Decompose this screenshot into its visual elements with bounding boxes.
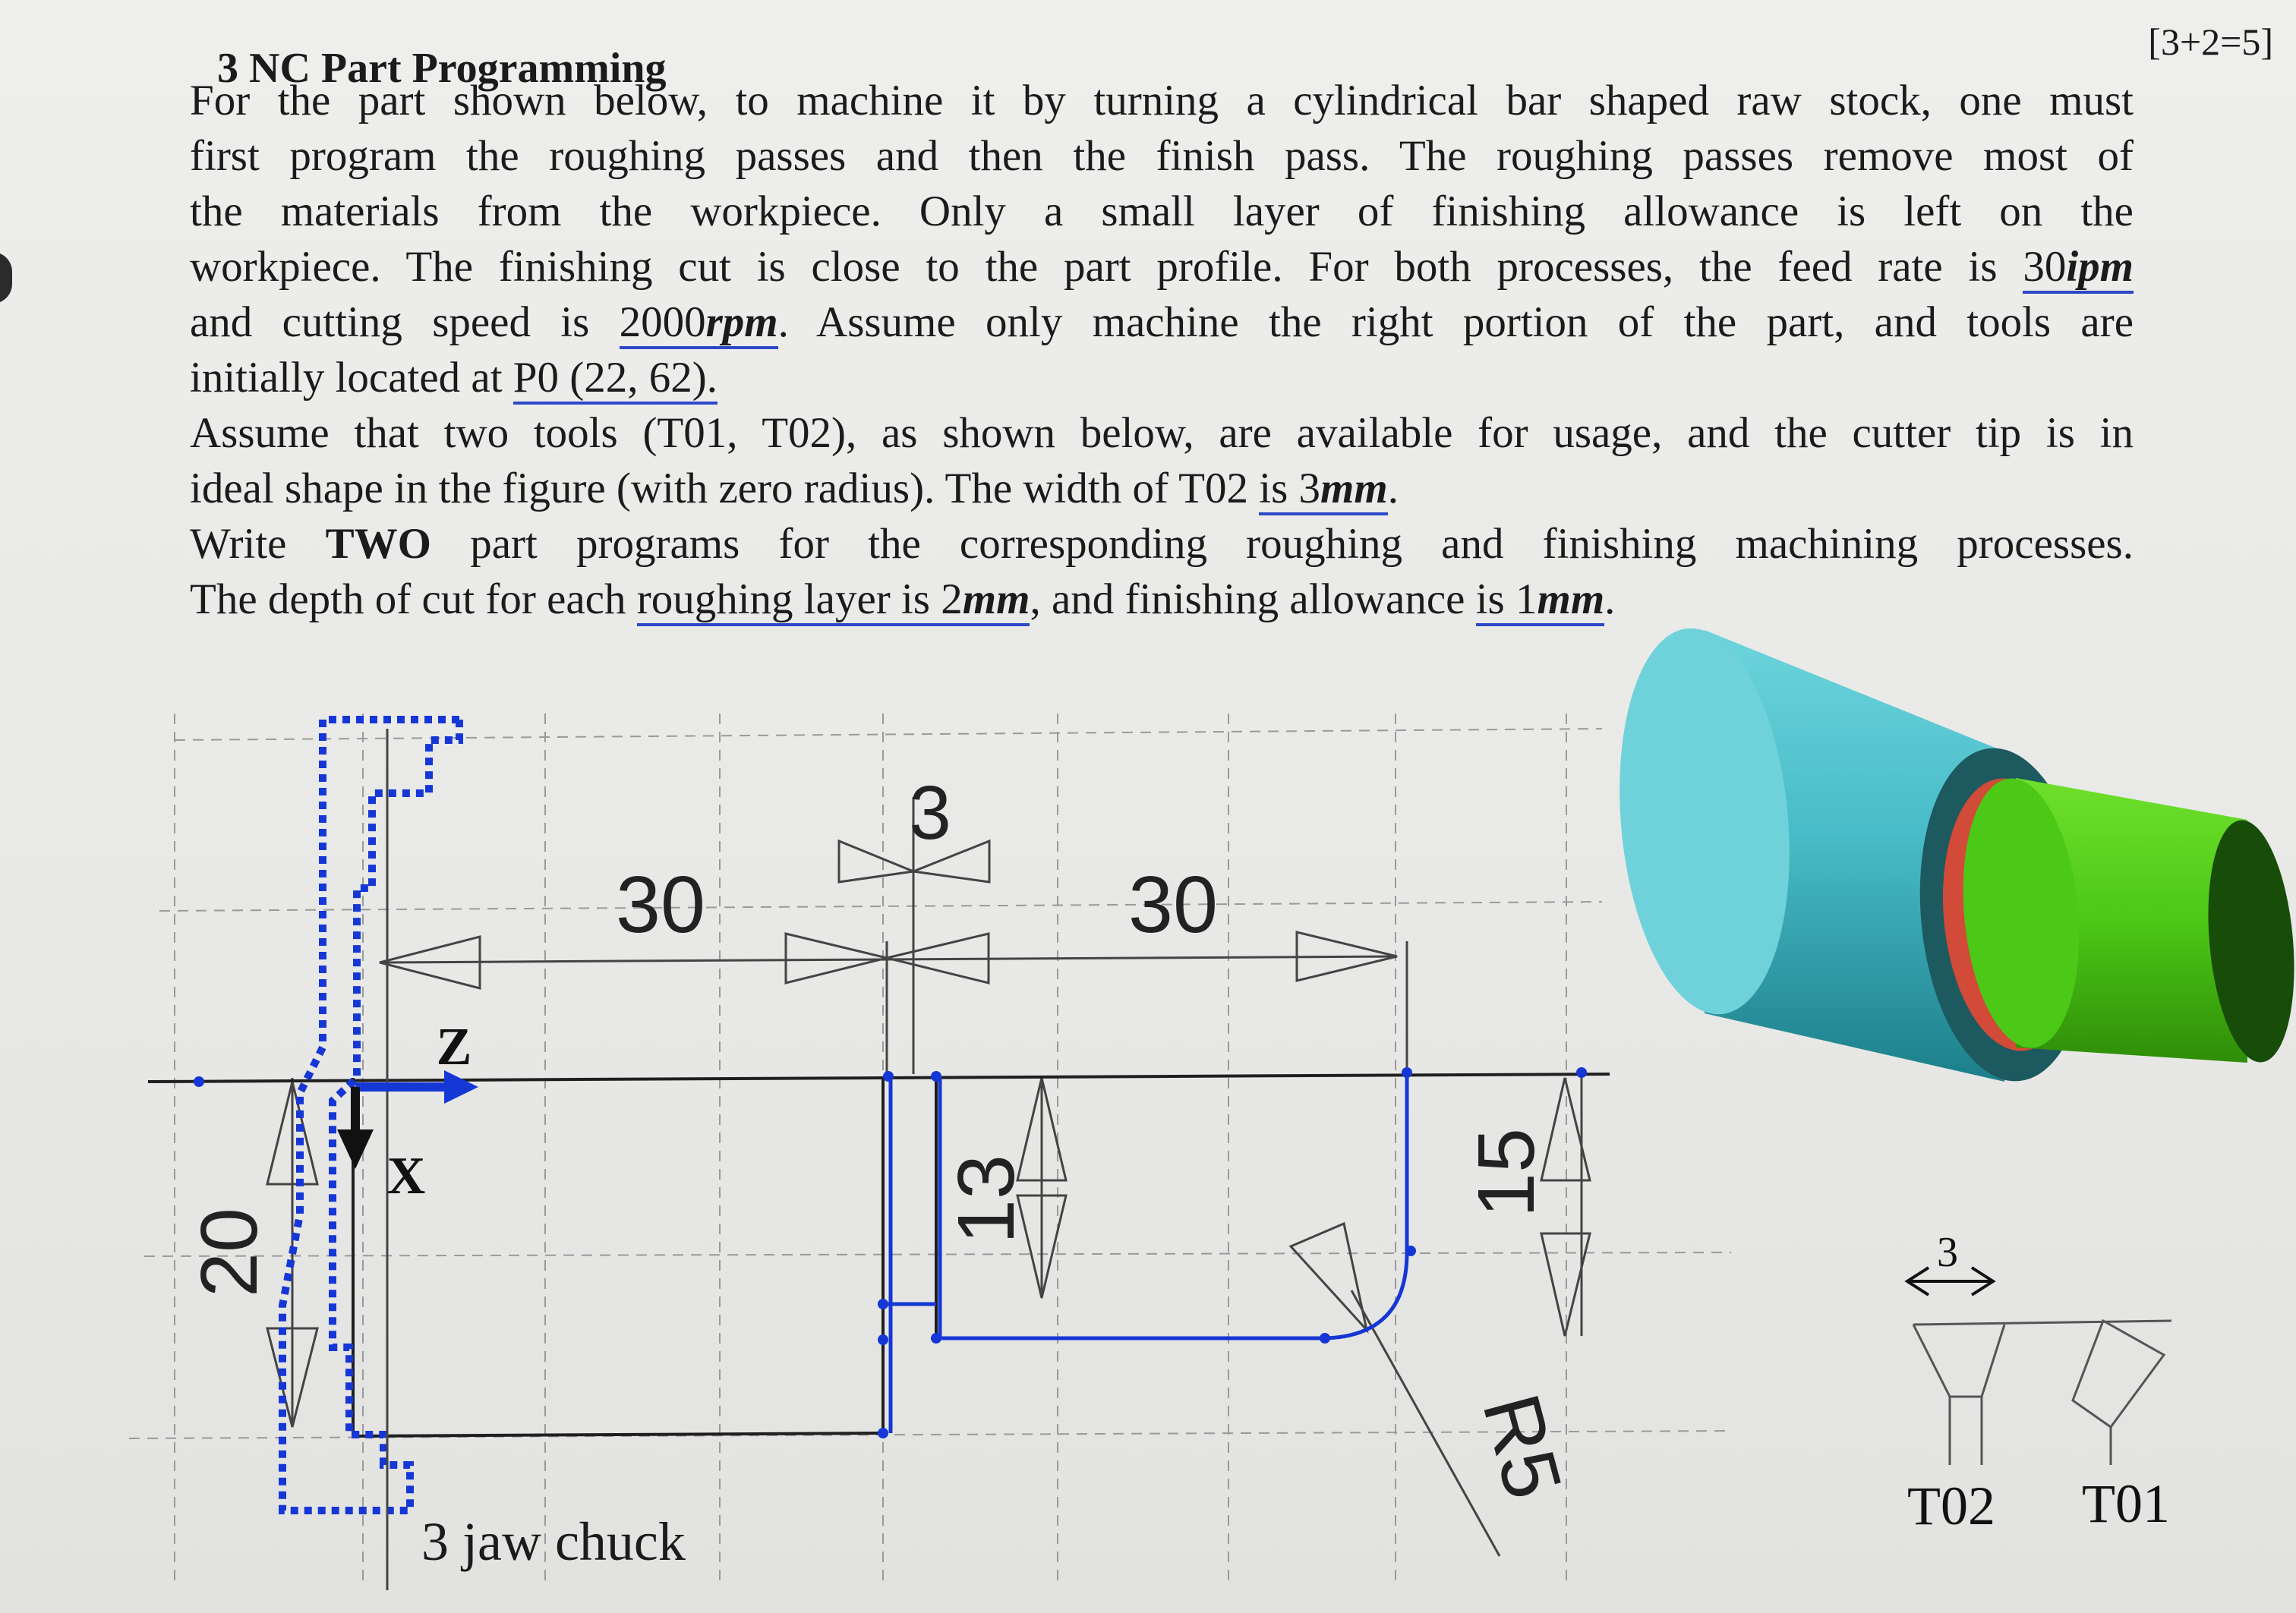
node-points	[194, 1067, 1587, 1438]
finishing-allowance-value: is 1	[1475, 575, 1538, 623]
finishing-allowance: is 1mm	[1475, 575, 1605, 626]
dim-30-left: 30	[616, 860, 705, 950]
roughing-depth-unit: mm	[962, 575, 1030, 623]
text-line-6-a: initially located at	[190, 354, 513, 402]
text-line-1: For the part shown below, to machine it …	[190, 77, 2134, 124]
text-line-9: Write TWO part programs for the correspo…	[190, 516, 2134, 572]
dim-3: 3	[909, 770, 951, 855]
feed-rate-value: 30	[2023, 243, 2067, 291]
text-line-8: ideal shape in the figure (with zero rad…	[190, 461, 2134, 516]
question-title: 3 NC Part Programming	[217, 45, 667, 92]
tool-width: is 3mm	[1259, 465, 1388, 515]
profile-highlight	[883, 1073, 1409, 1433]
feed-rate: 30ipm	[2023, 243, 2134, 294]
dim-15: 15	[1462, 1128, 1551, 1218]
cutting-speed-unit: rpm	[705, 298, 778, 346]
text-line-8-a: ideal shape in the figure (with zero rad…	[190, 465, 1260, 512]
arrowheads	[266, 839, 1591, 1428]
text-line-9-b: TWO	[325, 520, 432, 568]
text-line-8-d: .	[1387, 465, 1399, 512]
tool-sketches	[1912, 1318, 2172, 1465]
radius-r5: R5	[1465, 1385, 1578, 1507]
text-line-10-a: The depth of cut for each	[190, 575, 637, 623]
text-line-2: first program the roughing passes and th…	[190, 132, 2134, 180]
cutting-speed-value: 2000	[619, 298, 706, 346]
text-line-3: the materials from the workpiece. Only a…	[190, 187, 2134, 235]
text-line-4: workpiece. The finishing cut is close to…	[190, 239, 2134, 295]
text-line-9-c: part programs for the corresponding roug…	[431, 520, 2134, 568]
tool-t01-label: T01	[2082, 1473, 2170, 1534]
text-line-10-g: .	[1604, 575, 1616, 623]
text-line-5-d: . Assume only machine the right portion …	[777, 298, 2134, 346]
text-line-9-a: Write	[190, 520, 326, 568]
text-line-10: The depth of cut for each roughing layer…	[190, 572, 2134, 627]
marks-label: [3+2=5]	[2148, 20, 2273, 63]
axis-x-label: X	[387, 1147, 426, 1205]
chuck-label: 3 jaw chuck	[421, 1511, 686, 1572]
dim-30-right: 30	[1128, 860, 1218, 950]
text-line-7: Assume that two tools (T01, T02), as sho…	[190, 409, 2134, 457]
chuck-outline	[279, 716, 463, 1514]
text-line-4-a: workpiece. The finishing cut is close to…	[190, 243, 2023, 291]
text-line-5: and cutting speed is 2000rpm. Assume onl…	[190, 295, 2134, 350]
feed-rate-unit: ipm	[2066, 243, 2134, 291]
initial-position: P0 (22, 62).	[512, 354, 718, 405]
finishing-allowance-unit: mm	[1537, 575, 1605, 623]
question-text: For the part shown below, to machine it …	[190, 73, 2134, 627]
text-line-10-d: , and finishing allowance	[1030, 575, 1476, 623]
tool-width-unit: mm	[1320, 465, 1388, 512]
text-line-5-a: and cutting speed is	[190, 298, 620, 346]
roughing-depth: roughing layer is 2mm	[636, 575, 1030, 626]
tool-width-arrow	[1904, 1266, 1996, 1296]
coordinate-axes	[337, 1070, 478, 1169]
tool-width-label: 3	[1937, 1229, 1958, 1276]
roughing-depth-value: roughing layer is 2	[636, 575, 963, 623]
cutting-speed: 2000rpm	[619, 298, 778, 349]
part-3d-render	[1620, 628, 2294, 1082]
tool-width-value: is 3	[1259, 465, 1321, 512]
binder-edge	[0, 252, 12, 304]
axis-z-label: Z	[437, 1018, 472, 1076]
dim-13: 13	[941, 1155, 1031, 1244]
text-line-6: initially located at P0 (22, 62).	[190, 350, 2134, 405]
dim-20: 20	[184, 1208, 274, 1297]
tool-t02-label: T02	[1907, 1476, 1995, 1536]
